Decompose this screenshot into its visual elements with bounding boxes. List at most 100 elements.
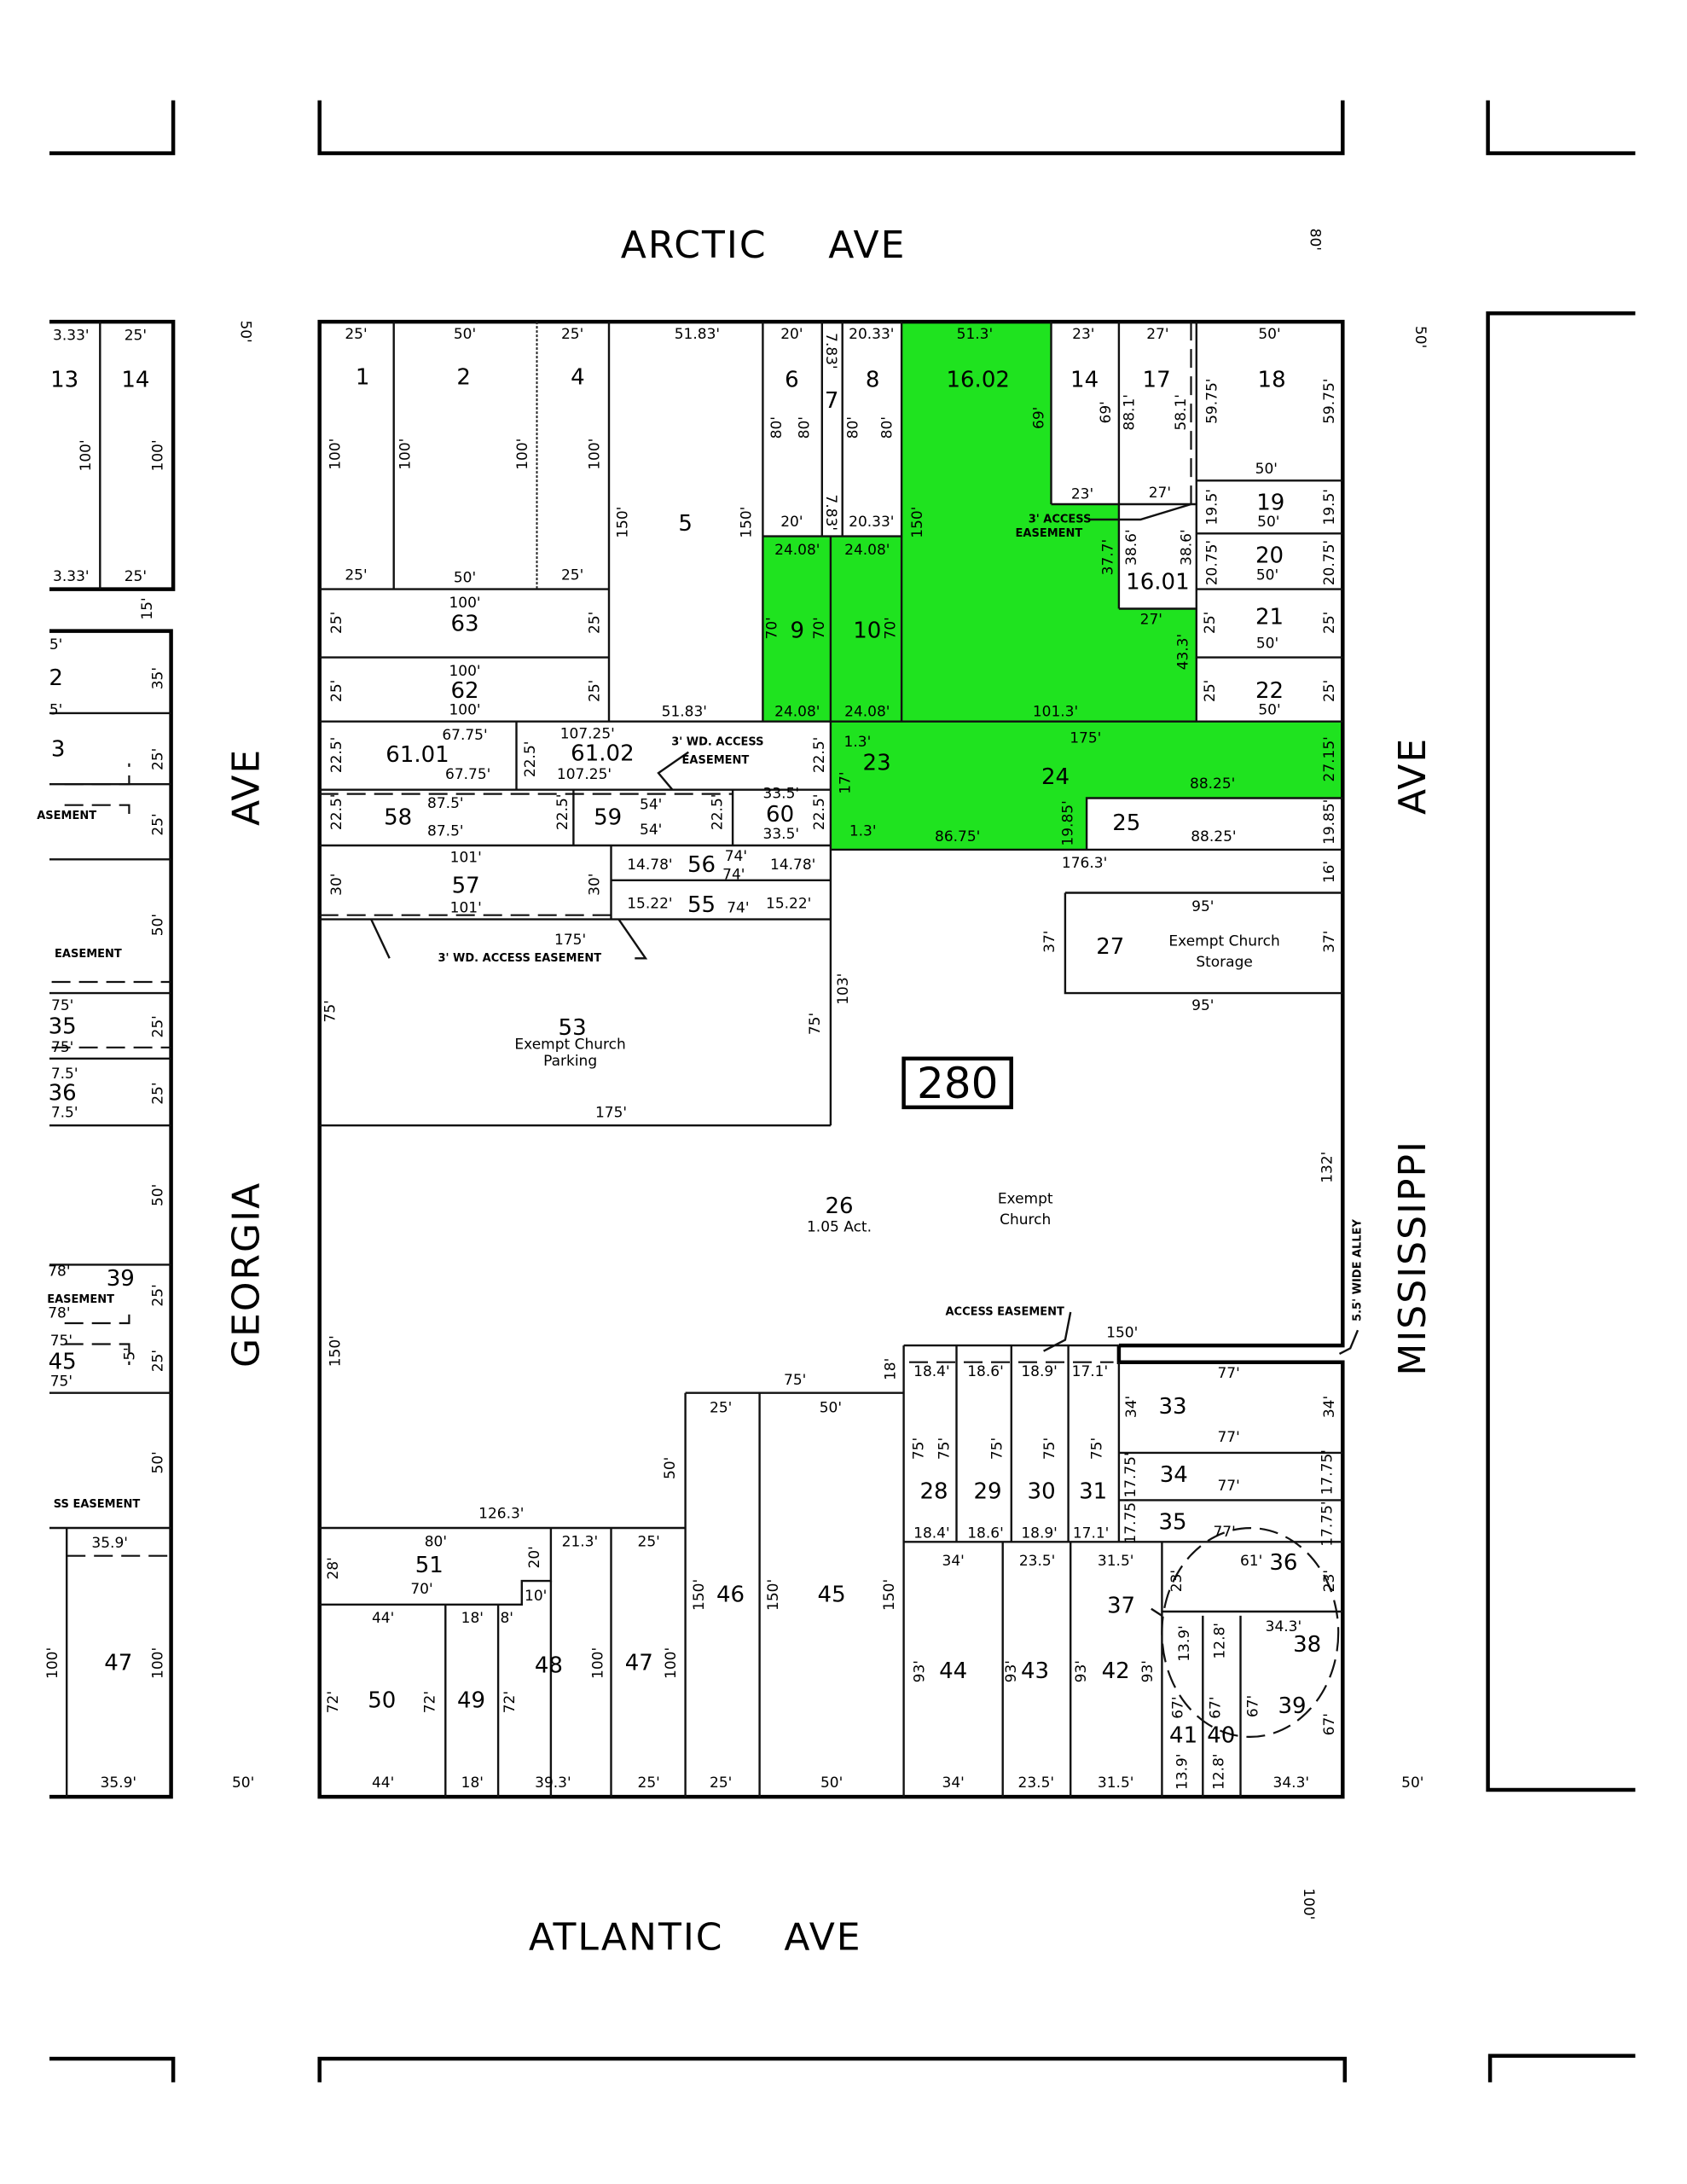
adjacent-dimension-label: 75'	[50, 1333, 72, 1350]
block-280-boundary	[317, 319, 1345, 1799]
block-boundary	[49, 2056, 176, 2082]
adjacent-dimension-label: 100'	[44, 1647, 61, 1679]
dimension-label: 20'	[780, 326, 803, 343]
dimension-label: 25'	[710, 1774, 732, 1792]
dimension-label: 67.75'	[442, 727, 487, 744]
parcel-number: 48	[535, 1653, 563, 1679]
dimension-label: 20.75'	[1204, 540, 1221, 585]
dimension-label: 18.4'	[913, 1525, 950, 1542]
parcel-number: 6	[785, 368, 799, 393]
street-suffix-east: AVE	[1391, 737, 1435, 815]
map-note: Storage	[1196, 954, 1253, 971]
parcel-number: 53	[559, 1015, 587, 1041]
parcel-number: 55	[687, 892, 716, 918]
adjacent-dimension-label: 25'	[149, 813, 166, 835]
dimension-label: 100'	[587, 439, 604, 470]
parcel-number: 29	[973, 1479, 1001, 1505]
dimension-label: 34'	[942, 1553, 965, 1570]
street-suffix-west: AVE	[224, 748, 268, 826]
dimension-label: 20.33'	[849, 326, 894, 343]
dimension-label: 50'	[662, 1457, 679, 1479]
adjacent-dimension-label: 35'	[149, 667, 166, 689]
dimension-label: 70'	[410, 1581, 432, 1598]
dimension-label: 17.75'	[1319, 1449, 1336, 1495]
parcel-number: 14	[1070, 368, 1099, 393]
dimension-label: 25'	[587, 680, 604, 702]
dimension-label: 30'	[328, 874, 345, 896]
dimension-label: 25'	[328, 612, 345, 634]
parcel-number: 18	[1258, 368, 1286, 393]
dimension-label: 80'	[768, 416, 786, 439]
dimension-label: 18'	[461, 1774, 484, 1792]
lot-lines-layer	[49, 100, 1636, 2082]
dimension-label: 18'	[883, 1358, 900, 1380]
parcel-number: 9	[791, 619, 805, 644]
dimension-label: 16'	[1321, 861, 1338, 883]
dimension-label: 43.3'	[1175, 634, 1192, 671]
dimension-label: 22.5'	[328, 794, 345, 831]
dimension-label: 34'	[1321, 1396, 1338, 1418]
dimension-label: 19.85'	[1060, 800, 1077, 845]
parcel-number: 1	[356, 364, 370, 390]
dimension-label: 175'	[595, 1105, 627, 1122]
dimension-label: 22.5'	[554, 794, 571, 831]
dimension-label: 100'	[449, 595, 480, 612]
block-boundary	[1486, 100, 1636, 155]
easement-leader	[1043, 1311, 1072, 1352]
dimension-label: 75'	[322, 1000, 339, 1022]
highlighted-parcels-layer	[762, 322, 1343, 850]
parcel-number: 8	[866, 368, 880, 393]
adjacent-dimension-label: 25'	[149, 1284, 166, 1306]
dimension-label: 33.5'	[763, 786, 800, 803]
dimension-label: 17.1'	[1073, 1525, 1110, 1542]
adjacent-parcel-number: 2	[49, 665, 63, 691]
dimension-label: 50'	[1255, 461, 1278, 478]
parcel-number: 7	[825, 388, 839, 414]
parcel-number: 33	[1158, 1394, 1186, 1420]
dimension-label: 100'	[449, 702, 480, 719]
dimension-label: 20'	[526, 1546, 543, 1568]
dimension-label: 87.5'	[427, 823, 464, 840]
dimension-label: 17.75'	[1122, 1452, 1139, 1497]
dimension-label: 74'	[725, 848, 747, 865]
dimension-label: 150'	[328, 1335, 345, 1367]
adjacent-dimension-label: 78'	[48, 1305, 70, 1322]
dimension-label: 13.9'	[1174, 1753, 1191, 1790]
dimension-label: 23'	[1072, 326, 1094, 343]
dimension-label: 74'	[727, 900, 749, 917]
highlighted-parcels[interactable]	[762, 322, 1343, 850]
dimension-label: 70'	[883, 617, 900, 639]
dimension-label: 51.83'	[662, 703, 707, 720]
lot-line	[1085, 797, 1343, 850]
dimension-label: 80'	[879, 416, 896, 439]
adjacent-dimension-label: 35.9'	[101, 1774, 137, 1792]
dimension-label: 72'	[501, 1691, 519, 1713]
dimension-label: 100'	[514, 439, 531, 470]
parcel-number: 41	[1169, 1722, 1197, 1748]
dimension-label: 31.5'	[1098, 1553, 1134, 1570]
parcel-number: 4	[571, 364, 585, 390]
parcel-number: 22	[1255, 678, 1284, 704]
parcel-number: 23	[863, 751, 891, 776]
parcel-number: 59	[594, 804, 622, 830]
easement-circle	[1161, 1526, 1340, 1738]
dimension-label: 150'	[691, 1579, 708, 1611]
dimension-label: 24.08'	[774, 703, 820, 720]
dimension-label: 93'	[1003, 1660, 1020, 1682]
dimension-label: 77'	[1213, 1524, 1235, 1541]
adjacent-parcel-number: 45	[49, 1350, 77, 1375]
adjacent-dimension-label: 5'	[122, 1347, 139, 1361]
dimension-label: 75'	[936, 1438, 954, 1460]
adjacent-dimension-label: 5'	[49, 636, 63, 653]
map-note: Parking	[543, 1053, 597, 1070]
easement-leader	[617, 918, 648, 960]
dimension-label: 38.6'	[1123, 529, 1140, 566]
parcel-number: 49	[457, 1688, 485, 1714]
dimension-label: 19.5'	[1321, 489, 1338, 526]
dimension-label: 44'	[372, 1774, 394, 1792]
dimension-label: 107.25'	[557, 766, 612, 783]
easement-leader	[1338, 1329, 1359, 1355]
parcel-number: 61.01	[386, 742, 449, 768]
parcel-number: 47	[625, 1650, 653, 1676]
